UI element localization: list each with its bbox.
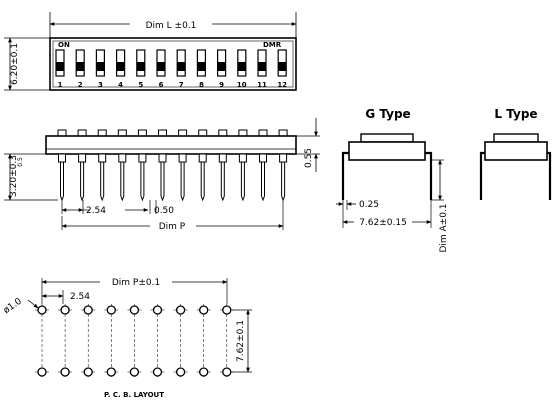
switch-number: 8 <box>199 81 204 89</box>
actuator <box>156 49 166 77</box>
switch-number: 4 <box>118 81 123 89</box>
pin <box>160 195 165 202</box>
actuator-nub <box>77 129 87 137</box>
actuator <box>95 49 106 77</box>
actuator <box>176 49 186 77</box>
pcb-hole <box>60 305 70 315</box>
pcb-row-spacing-label: 7.62±0.1 <box>236 320 246 362</box>
pin <box>281 195 286 202</box>
actuator-nub <box>57 129 67 137</box>
pcb-caption: P. C. B. LAYOUT <box>104 391 164 399</box>
actuator <box>237 49 247 77</box>
switch-number: 7 <box>179 81 184 89</box>
pin <box>60 195 64 202</box>
switch-number: 10 <box>237 81 247 89</box>
switch-number: 5 <box>138 81 143 89</box>
body-dim-label: 0.55 <box>304 148 314 168</box>
switch-number: 11 <box>257 81 267 89</box>
actuator-nub <box>278 129 288 137</box>
switch-number: 1 <box>58 81 63 89</box>
pcb-hole <box>83 367 93 377</box>
switch-number: 12 <box>277 81 287 89</box>
actuator-nub <box>158 129 167 137</box>
pin <box>240 195 245 202</box>
switch-number: 3 <box>98 81 103 89</box>
pcb-layout: Dim P±0.1 2.54 ø1.0 7.62±0.1 P. C. B. LA… <box>2 278 252 399</box>
actuator-nub <box>178 129 188 137</box>
actuator <box>115 49 126 77</box>
pcb-hole <box>37 305 47 315</box>
l-type-title: L Type <box>494 107 537 121</box>
g-type-view: G Type Dim A±0.1 0.25 7.62±0.15 <box>336 107 449 253</box>
actuator-nub <box>117 129 127 137</box>
pcb-dim-p-label: Dim P±0.1 <box>112 278 160 288</box>
actuator <box>277 49 287 77</box>
on-label: ON <box>58 41 70 49</box>
pin-length-label: 3.20±0.3 <box>9 155 19 197</box>
pcb-hole <box>60 367 70 377</box>
pin-length-tol: 0.5 <box>17 157 24 167</box>
pcb-hole <box>37 367 47 377</box>
pin <box>100 195 105 202</box>
pcb-hole <box>152 367 163 377</box>
l-type-view: L Type <box>479 107 552 200</box>
pcb-hole <box>222 305 232 315</box>
actuator <box>217 49 227 77</box>
pin <box>261 195 265 202</box>
pcb-pitch-label: 2.54 <box>70 292 90 302</box>
actuator-row <box>55 49 287 77</box>
actuator-nub <box>198 129 208 137</box>
actuator-nub <box>238 129 248 137</box>
pcb-hole <box>106 305 116 315</box>
actuator-nub <box>258 129 268 137</box>
switch-body-top <box>49 37 297 91</box>
pin <box>80 195 85 202</box>
pin <box>220 195 225 202</box>
side-view: 0.55 3.20±0.3 0.5 2.54 0.50 Dim P <box>4 118 320 232</box>
actuator <box>196 49 206 77</box>
brand-label: DMR <box>263 41 282 49</box>
pcb-hole <box>106 367 116 377</box>
switch-number: 6 <box>159 81 164 89</box>
pin-thickness-label: 0.25 <box>359 200 379 210</box>
actuator-nub <box>218 129 228 137</box>
switch-number: 2 <box>78 81 83 89</box>
pin <box>140 195 145 202</box>
pcb-hole-grid <box>35 304 234 378</box>
pin <box>120 195 125 202</box>
switch-number: 9 <box>219 81 224 89</box>
actuator <box>55 49 65 77</box>
pcb-hole <box>152 305 163 315</box>
pcb-hole <box>83 305 93 315</box>
pcb-hole <box>199 305 209 315</box>
pcb-hole <box>222 367 232 377</box>
pcb-hole <box>129 367 140 377</box>
dim-a-label: Dim A±0.1 <box>439 203 449 252</box>
pin-width-label: 0.50 <box>154 206 174 216</box>
g-type-title: G Type <box>365 107 410 121</box>
dim-height-label: 6.20±0.1 <box>10 43 20 85</box>
hole-dia-label: ø1.0 <box>2 296 24 316</box>
pcb-hole <box>129 305 140 315</box>
actuator-nub <box>97 129 107 137</box>
dim-p-label: Dim P <box>159 222 186 232</box>
actuator <box>75 49 85 77</box>
dim-l-label: Dim L ±0.1 <box>146 21 197 31</box>
pitch-label: 2.54 <box>86 206 106 216</box>
pcb-hole <box>175 305 186 315</box>
actuator-nub <box>137 129 147 137</box>
pin <box>200 195 205 202</box>
row-spacing-label: 7.62±0.15 <box>359 218 407 228</box>
switch-body-side <box>45 135 297 155</box>
pin <box>180 195 185 202</box>
pcb-hole <box>199 367 209 377</box>
pcb-hole <box>175 367 186 377</box>
actuator <box>257 49 267 77</box>
actuator <box>136 49 146 77</box>
